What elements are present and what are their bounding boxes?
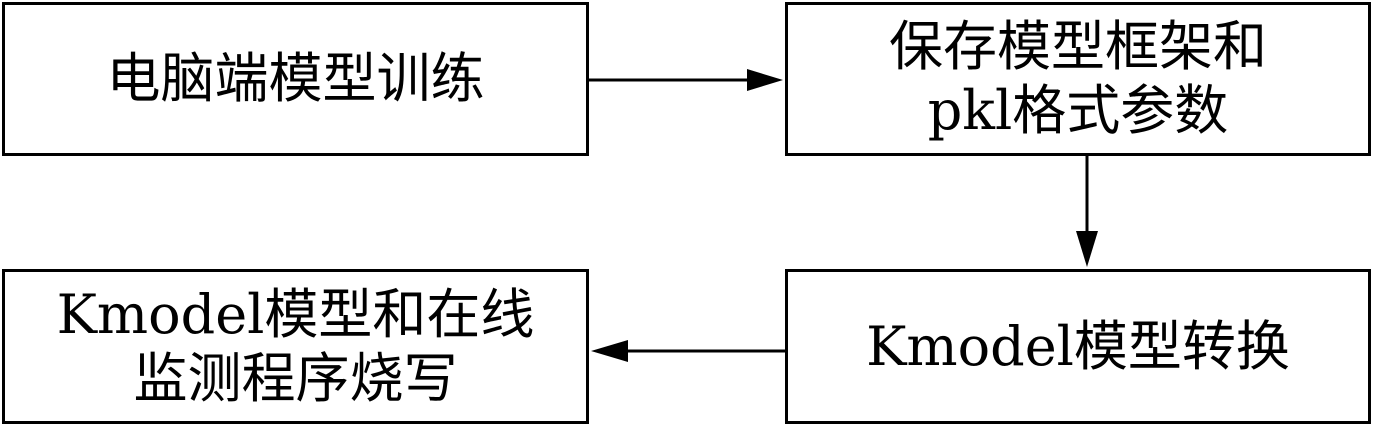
step-3-kmodel-conversion: Kmodel模型转换 (785, 269, 1371, 424)
step-4-kmodel-flash: Kmodel模型和在线 监测程序烧写 (2, 269, 589, 424)
step-4-line-1: Kmodel模型和在线 (56, 282, 535, 346)
arrow-3-to-4 (591, 340, 785, 362)
step-4-line-2: 监测程序烧写 (133, 346, 458, 410)
step-3-line-1: Kmodel模型转换 (866, 314, 1290, 378)
step-2-line-2: pkl格式参数 (927, 79, 1229, 142)
step-1-line-1: 电脑端模型训练 (106, 47, 485, 110)
arrow-1-to-2 (589, 69, 783, 91)
arrow-2-to-3 (1076, 156, 1098, 267)
step-1-pc-model-training: 电脑端模型训练 (2, 2, 589, 156)
step-2-line-1: 保存模型框架和 (889, 15, 1267, 78)
step-2-save-model-params: 保存模型框架和 pkl格式参数 (785, 2, 1371, 156)
